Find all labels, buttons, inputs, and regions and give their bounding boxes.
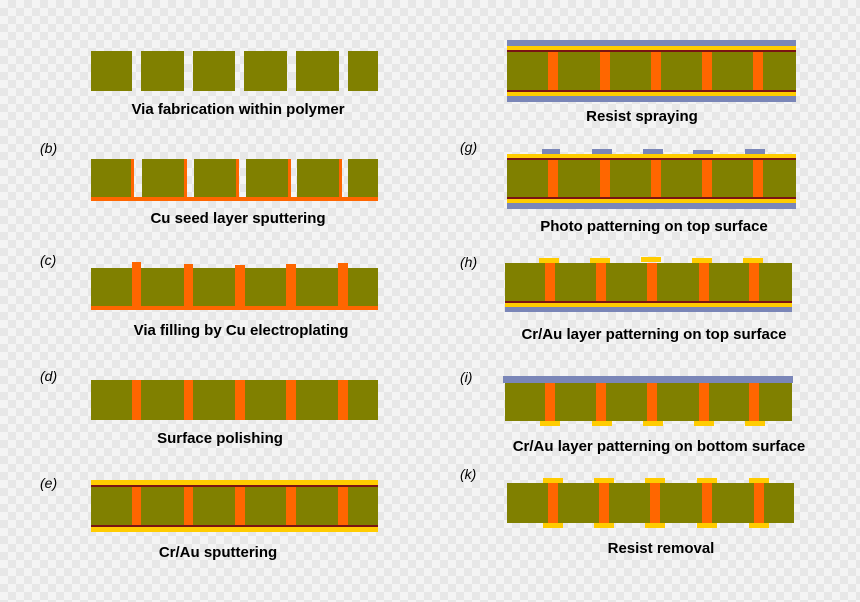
cu-seed-layer xyxy=(91,197,378,201)
step-b-label: (b) xyxy=(40,140,57,156)
step-d-surface-polishing: (d) Surface polishing xyxy=(40,368,378,447)
step-k-label: (k) xyxy=(460,466,476,482)
step-b-cu-seed-layer: (b) Cu seed layer sputtering xyxy=(40,140,378,227)
bottom-cr-layer xyxy=(505,301,792,303)
bottom-cr-layer xyxy=(91,525,378,527)
step-a-caption: Via fabrication within polymer xyxy=(131,101,344,118)
step-e-crau-sputtering: (e) Cr/Au sputtering xyxy=(40,475,378,561)
step-d-caption: Surface polishing xyxy=(157,430,283,447)
bottom-au-layer xyxy=(505,303,792,307)
cu-vias xyxy=(548,52,763,90)
step-c-via-filling: (c) Via filling by Cu electroplating xyxy=(40,252,378,339)
step-h-label: (h) xyxy=(460,254,477,270)
cu-vias xyxy=(545,263,759,301)
cu-vias xyxy=(548,483,764,523)
step-i-bottom-patterning: (i) Cr/Au layer patterning on bottom sur… xyxy=(460,369,805,455)
step-i-caption: Cr/Au layer patterning on bottom surface xyxy=(513,438,806,455)
bottom-au-layer xyxy=(507,199,796,203)
step-e-caption: Cr/Au sputtering xyxy=(159,544,277,561)
bottom-au-layer xyxy=(91,527,378,532)
step-e-label: (e) xyxy=(40,475,57,491)
top-pads xyxy=(539,257,763,263)
bottom-cr-layer xyxy=(507,90,796,92)
step-k-caption: Resist removal xyxy=(608,540,715,557)
bottom-pads xyxy=(540,421,765,426)
polymer-blocks xyxy=(91,51,378,91)
top-au-layer xyxy=(507,46,796,50)
step-h-top-patterning: (h) Cr/Au layer patterning on top surfac… xyxy=(460,254,792,343)
top-cr-layer xyxy=(91,485,378,487)
top-au-layer xyxy=(507,154,796,158)
step-h-caption: Cr/Au layer patterning on top surface xyxy=(521,326,786,343)
polymer-blocks xyxy=(91,159,378,197)
step-k-resist-removal: (k) Resist removal xyxy=(460,466,794,557)
via-sidewall-seed xyxy=(131,159,342,197)
top-resist-layer xyxy=(507,40,796,46)
step-f-caption: Resist spraying xyxy=(586,108,698,125)
step-g-caption: Photo patterning on top surface xyxy=(540,218,768,235)
cu-vias xyxy=(132,380,348,420)
step-a-via-fabrication: Via fabrication within polymer xyxy=(91,51,378,118)
step-g-photo-patterning: (g) Photo patterning on top surface xyxy=(460,139,796,235)
cu-seed-layer xyxy=(91,306,378,310)
cu-vias xyxy=(548,160,763,197)
cu-vias xyxy=(132,262,348,306)
step-b-caption: Cu seed layer sputtering xyxy=(150,210,325,227)
bottom-cr-layer xyxy=(507,197,796,199)
cu-vias xyxy=(132,487,348,525)
bottom-resist-layer xyxy=(507,96,796,102)
step-c-caption: Via filling by Cu electroplating xyxy=(134,322,349,339)
top-resist-layer xyxy=(503,376,793,383)
top-cr-layer xyxy=(507,50,796,52)
step-c-label: (c) xyxy=(40,252,56,268)
bottom-resist-layer xyxy=(505,307,792,312)
bottom-au-layer xyxy=(507,92,796,96)
bottom-pads xyxy=(543,523,769,528)
bottom-resist-layer xyxy=(507,203,796,209)
step-d-label: (d) xyxy=(40,368,57,384)
step-f-resist-spraying: Resist spraying xyxy=(507,40,796,125)
step-g-label: (g) xyxy=(460,139,477,155)
top-cr-layer xyxy=(507,158,796,160)
top-au-layer xyxy=(91,480,378,485)
resist-pattern-top xyxy=(542,149,765,155)
cu-vias xyxy=(545,383,759,421)
step-i-label: (i) xyxy=(460,369,472,385)
top-pads xyxy=(543,478,769,483)
